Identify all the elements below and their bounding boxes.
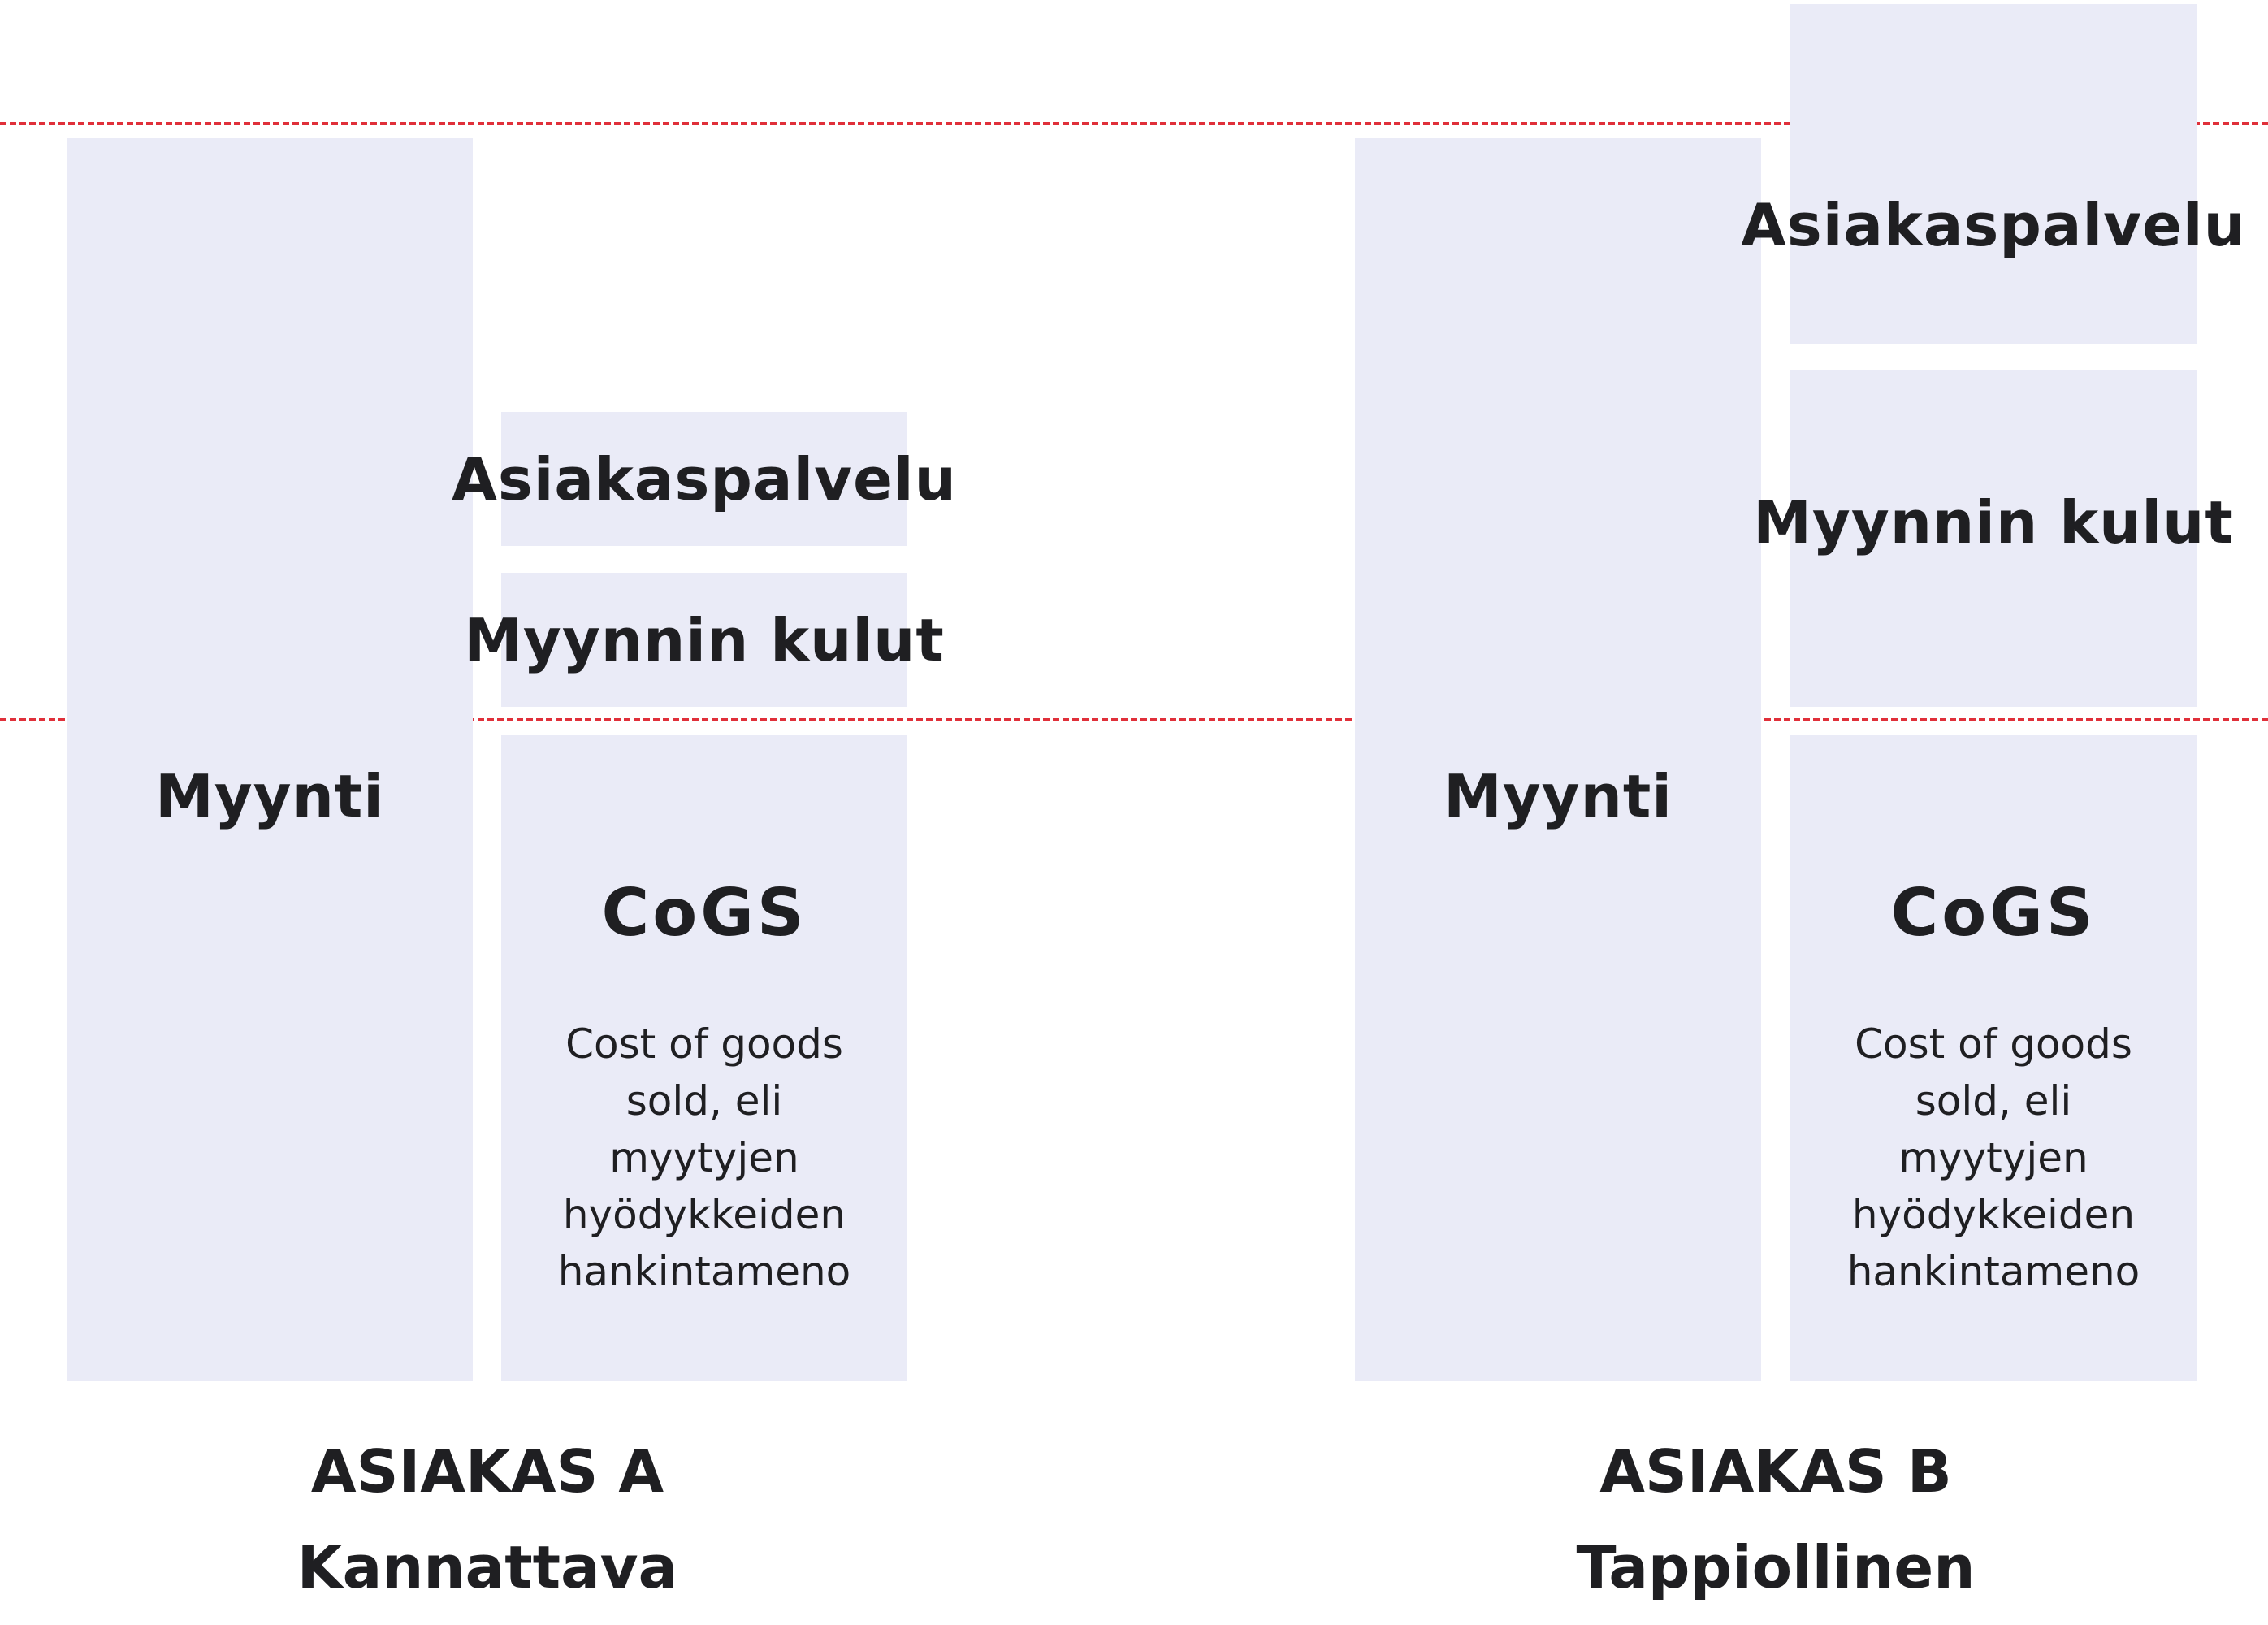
customer-a-caption: ASIAKAS A Kannattava [284,1424,690,1615]
customer-a-service-label: Asiakaspalvelu [452,444,957,514]
customer-a-cogs-block: CoGS Cost of goods sold, eli myytyjen hy… [501,735,907,1381]
customer-a-revenue-label: Myynti [155,762,384,830]
customer-b-cogs-block: CoGS Cost of goods sold, eli myytyjen hy… [1790,735,2197,1381]
customer-a-title: ASIAKAS A [310,1437,664,1506]
customer-a-cogs-label: CoGS [601,875,807,951]
customer-b-caption: ASIAKAS B Tappiollinen [1573,1424,1979,1615]
dashed-line-upper [0,122,2268,125]
customer-b-sales-cost-label: Myynnin kulut [1753,488,2234,557]
customer-a-revenue-block: Myynti [67,138,473,1381]
customer-b-service-block: Asiakaspalvelu [1741,4,2245,344]
customer-a-cogs-note: Cost of goods sold, eli myytyjen hyödykk… [557,1020,851,1295]
customer-b-status: Tappiollinen [1576,1533,1976,1601]
customer-a-service-block: Asiakaspalvelu [452,412,956,546]
customer-b-sales-cost-block: Myynnin kulut [1753,370,2233,707]
dashed-line-lower [0,718,2268,722]
customer-a-sales-cost-block: Myynnin kulut [464,573,944,707]
customer-a-status: Kannattava [296,1533,678,1601]
customer-a-sales-cost-label: Myynnin kulut [464,605,945,674]
customer-b-revenue-label: Myynti [1443,762,1673,830]
customer-b-cogs-label: CoGS [1890,875,2097,951]
customer-b-title: ASIAKAS B [1599,1437,1952,1506]
customer-b-service-label: Asiakaspalvelu [1741,190,2246,259]
customer-b-cogs-note: Cost of goods sold, eli myytyjen hyödykk… [1846,1020,2140,1295]
customer-b-revenue-block: Myynti [1355,138,1761,1381]
